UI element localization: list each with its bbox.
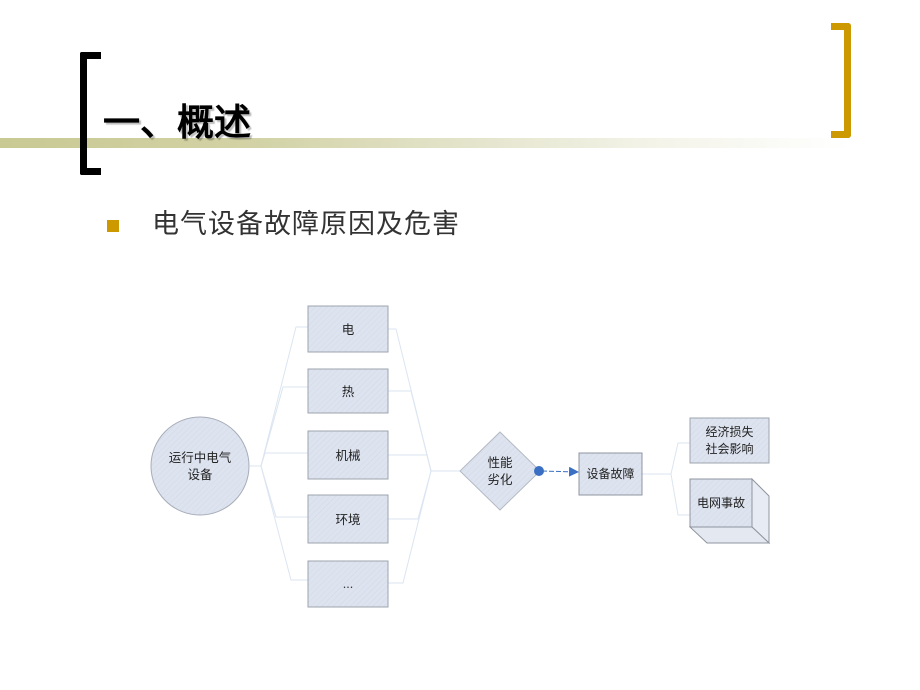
left-bracket-decoration: [80, 52, 101, 175]
process-to-result-arrow: [534, 466, 579, 477]
cause-label-environment: 环境: [335, 511, 361, 527]
cause-label-mechanical: 机械: [335, 447, 361, 463]
result-box: [578, 452, 643, 496]
process-node-label: 性能 劣化: [487, 455, 513, 487]
bullet-text: 电气设备故障原因及危害: [152, 209, 460, 240]
consequence-label-grid-accident: 电网事故: [696, 495, 745, 510]
source-to-causes-connectors: [250, 326, 308, 581]
cause-box-thermal: [307, 368, 389, 414]
source-node-circle: [150, 416, 250, 516]
result-label: 设备故障: [586, 466, 635, 481]
cause-box-electric: [307, 305, 389, 353]
result-to-consequences-connectors: [642, 442, 690, 516]
cause-box-mechanical: [307, 430, 389, 480]
title-underline-band: [0, 138, 852, 148]
cause-label-electric: 电: [341, 321, 355, 337]
right-bracket-decoration: [831, 23, 851, 138]
cause-label-other: ...: [342, 577, 354, 591]
source-node-label: 运行中电气 设备: [168, 450, 232, 482]
consequence-cube-grid-accident: [688, 477, 771, 545]
slide-title: 一、概述: [103, 101, 251, 144]
consequence-box-economic: [689, 417, 770, 464]
cause-box-other: [307, 560, 389, 608]
cause-label-thermal: 热: [341, 383, 355, 399]
causes-to-process-connectors: [388, 328, 460, 584]
process-node-diamond: [459, 431, 541, 511]
bullet-square-icon: [107, 220, 119, 232]
cause-box-environment: [307, 494, 389, 544]
consequence-label-economic: 经济损失 社会影响: [705, 424, 754, 456]
